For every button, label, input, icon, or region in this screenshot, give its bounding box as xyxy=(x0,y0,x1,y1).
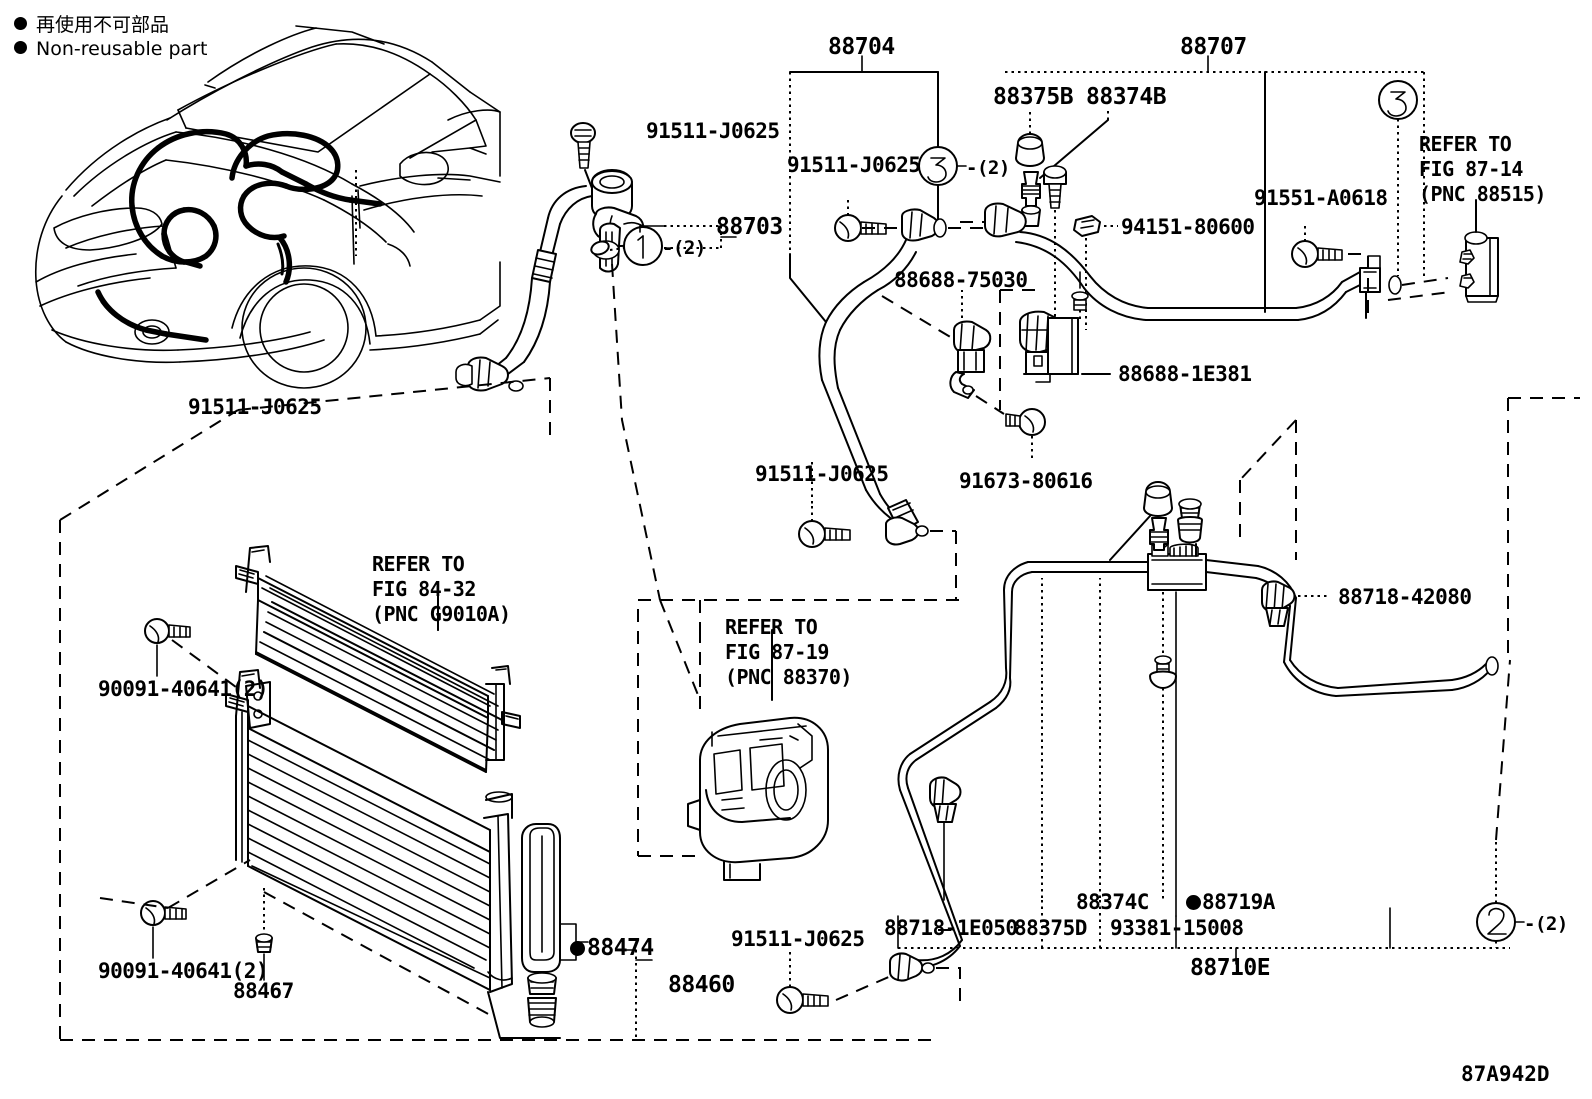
bolt-icon-91511-88704 xyxy=(834,214,887,242)
diagram-code: 87A942D xyxy=(1461,1062,1550,1086)
label-88710E: 88710E xyxy=(1190,955,1271,981)
label-88375D: 88375D xyxy=(1014,916,1087,940)
bolt-icon-90091-upper xyxy=(144,618,191,644)
bolt-icon-93381 xyxy=(1149,655,1177,689)
grommet-cluster-top xyxy=(960,110,1118,330)
label-callout-1-qty: -(2) xyxy=(662,237,706,259)
refer-compressor-line2: FIG 87-19 xyxy=(725,640,829,664)
bolt-icon-90091-lower xyxy=(140,900,187,926)
clip-icon-88718-42080 xyxy=(1261,580,1296,627)
refer-compressor-line3: (PNC 88370) xyxy=(725,665,852,689)
refer-condenser-line3: (PNC G9010A) xyxy=(372,602,511,626)
label-91551-A0618: 91551-A0618 xyxy=(1254,186,1388,210)
label-93381-15008: 93381-15008 xyxy=(1110,916,1244,940)
bolt-icon-cluster xyxy=(1043,165,1067,209)
clip-icon-88467 xyxy=(255,933,273,953)
nut-icon-94151 xyxy=(1073,215,1101,237)
bolt-icon-91673 xyxy=(1005,408,1046,436)
label-88374C: 88374C xyxy=(1076,890,1149,914)
label-88688-75030: 88688-75030 xyxy=(894,268,1028,292)
bolt-icon-91511-bottom xyxy=(776,986,829,1014)
condenser-assembly xyxy=(59,377,938,1041)
label-88460: 88460 xyxy=(668,972,735,998)
bolt-icon-91511-88704-lower xyxy=(798,520,851,548)
part-88707-group xyxy=(1005,55,1580,660)
label-88474: 88474 xyxy=(570,935,654,961)
label-88375B: 88375B xyxy=(993,84,1074,110)
receiver-dryer-88474 xyxy=(521,823,561,1028)
refer-block-compressor: REFER TO FIG 87-19 (PNC 88370) xyxy=(725,615,852,690)
non-reusable-marker-icon-88474 xyxy=(570,941,585,956)
non-reusable-marker-icon-2 xyxy=(14,41,27,54)
label-88703: 88703 xyxy=(716,214,783,240)
label-88704: 88704 xyxy=(828,34,895,60)
label-91673-80616: 91673-80616 xyxy=(959,469,1093,493)
part-88703-hose xyxy=(455,122,737,392)
label-90091-40641-lower: 90091-40641(2) xyxy=(98,959,269,983)
condenser-core xyxy=(225,669,513,993)
valve-core-icon xyxy=(1149,517,1169,551)
clamp-88688-1E381 xyxy=(999,271,1111,410)
clamp-88688-75030 xyxy=(881,290,1005,415)
label-callout-2-qty: -(2) xyxy=(1524,913,1568,935)
label-88467: 88467 xyxy=(233,979,294,1003)
clip-icon-88718-1E050 xyxy=(929,776,962,823)
valve-cap-icon-top xyxy=(1143,481,1173,517)
label-88707: 88707 xyxy=(1180,34,1247,60)
label-94151-80600: 94151-80600 xyxy=(1121,215,1255,239)
label-91511-J0625-bottom: 91511-J0625 xyxy=(731,927,865,951)
label-91511-J0625-mid: 91511-J0625 xyxy=(755,462,889,486)
refer-evaporator-line3: (PNC 88515) xyxy=(1419,182,1546,206)
label-90091-40641-upper: 90091-40641(2) xyxy=(98,677,269,701)
legend-japanese: 再使用不可部品 xyxy=(14,10,169,37)
label-91511-J0625-88704: 91511-J0625 xyxy=(787,153,921,177)
expansion-valve-icon xyxy=(1459,231,1499,303)
refer-compressor-line1: REFER TO xyxy=(725,615,818,639)
refer-condenser-line1: REFER TO xyxy=(372,552,465,576)
label-88718-1E050: 88718-1E050 xyxy=(884,916,1018,940)
sub-radiator xyxy=(235,545,521,773)
compressor-assembly xyxy=(611,263,960,881)
bolt-icon-91511-upper xyxy=(570,122,596,169)
refer-evaporator-line2: FIG 87-14 xyxy=(1419,157,1523,181)
bolt-icon-88688-1E381 xyxy=(1071,291,1089,311)
non-reusable-marker-icon xyxy=(14,17,27,30)
non-reusable-marker-icon-88719A xyxy=(1186,895,1201,910)
liquid-line-88710E xyxy=(776,419,1525,1014)
cap-icon-right xyxy=(1177,498,1203,544)
label-91511-J0625-left: 91511-J0625 xyxy=(188,395,322,419)
refer-block-evaporator: REFER TO FIG 87-14 (PNC 88515) xyxy=(1419,132,1546,207)
vehicle-illustration xyxy=(34,25,501,389)
label-88719A-text: 88719A xyxy=(1202,890,1275,914)
legend-english-text: Non-reusable part xyxy=(36,38,208,60)
label-callout-3-left-qty: -(2) xyxy=(966,157,1010,179)
refer-evaporator-line1: REFER TO xyxy=(1419,132,1512,156)
part-88704-group xyxy=(637,55,996,856)
label-88718-42080: 88718-42080 xyxy=(1338,585,1472,609)
label-88688-1E381: 88688-1E381 xyxy=(1118,362,1252,386)
refer-condenser-line2: FIG 84-32 xyxy=(372,577,476,601)
label-91511-J0625-upper: 91511-J0625 xyxy=(646,119,780,143)
label-88719A: 88719A xyxy=(1186,890,1275,914)
label-88374B: 88374B xyxy=(1086,84,1167,110)
legend-japanese-text: 再使用不可部品 xyxy=(36,14,170,36)
label-88474-text: 88474 xyxy=(587,935,654,961)
legend-english: Non-reusable part xyxy=(14,38,207,60)
bolt-icon-91551 xyxy=(1291,240,1343,268)
refer-block-condenser: REFER TO FIG 84-32 (PNC G9010A) xyxy=(372,552,511,627)
